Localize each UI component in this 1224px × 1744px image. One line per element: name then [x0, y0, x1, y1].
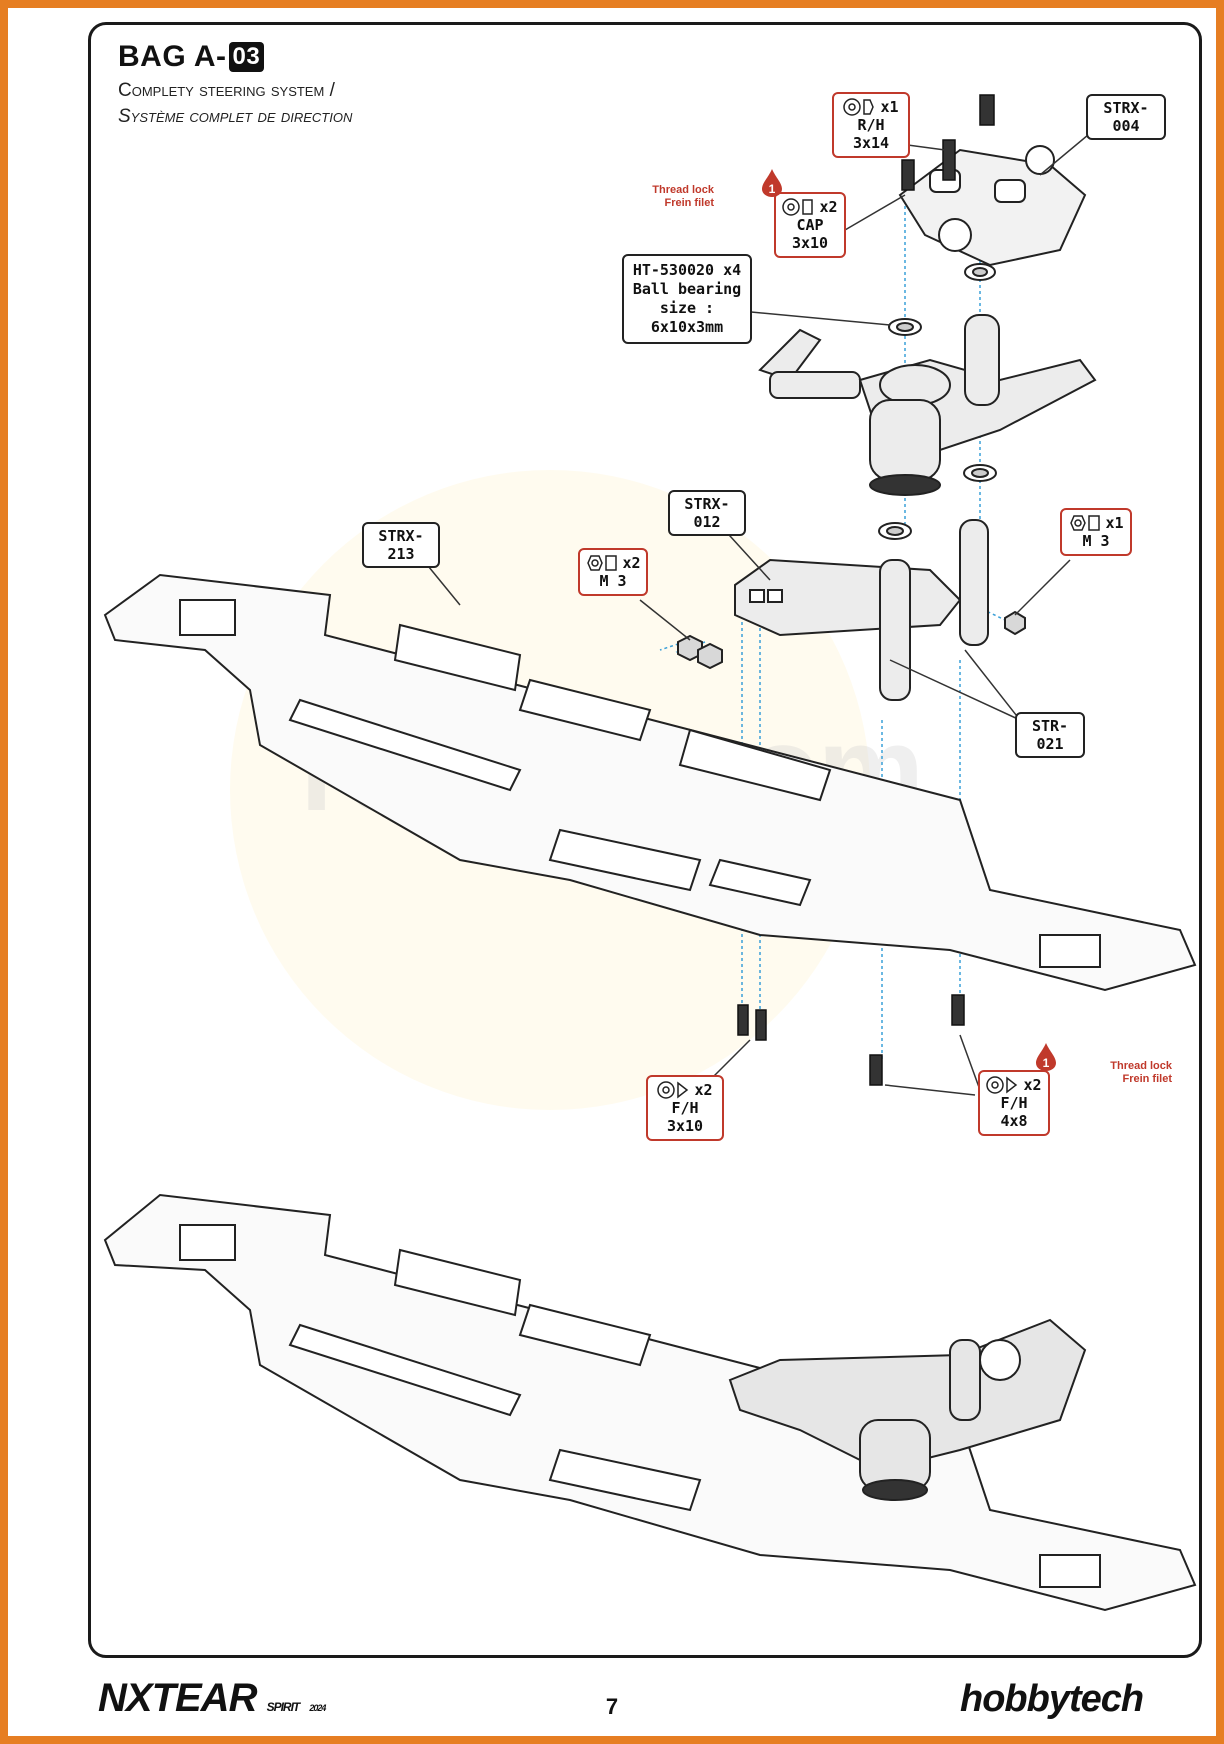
label-strx-213: STRX-213	[362, 522, 440, 568]
bearing-note: HT-530020 x4 Ball bearing size : 6x10x3m…	[622, 254, 752, 344]
hardware-qty: x2	[694, 1081, 713, 1099]
screw-washer-icon	[843, 98, 875, 116]
thread-lock-en: Thread lock	[1110, 1060, 1172, 1072]
thread-lock-fr: Frein filet	[664, 197, 714, 209]
bag-number: 03	[228, 42, 265, 72]
chassis-plate-upper	[103, 573, 1197, 992]
hardware-m3-nut-x1: x1 M 3	[1060, 508, 1132, 556]
brand-logo-right: hobbytech	[960, 1678, 1144, 1720]
hardware-qty: x2	[1023, 1076, 1042, 1094]
page-number: 7	[605, 1694, 619, 1719]
bag-prefix: BAG A-	[118, 40, 227, 73]
label-strx-012: STRX-012	[668, 490, 746, 536]
thread-lock-number-top: 1	[768, 182, 776, 196]
bearing-note-line3: 6x10x3mm	[650, 318, 724, 336]
label-strx-004: STRX-004	[1086, 94, 1166, 140]
nuts	[677, 610, 1026, 670]
brand-left-year: 2024	[309, 1703, 326, 1713]
hardware-m3-nut-x2: x2 M 3	[578, 548, 648, 596]
flat-screw-icon	[986, 1076, 1018, 1094]
assembled-steering	[728, 1318, 1087, 1501]
screw-washer-icon	[782, 198, 814, 216]
thread-lock-drop-icon	[762, 169, 782, 197]
hardware-fh-3x10: x2 F/H 3x10	[646, 1075, 724, 1141]
hardware-name: F/H 4x8	[1000, 1094, 1028, 1130]
bearings	[878, 263, 997, 540]
hardware-qty: x2	[622, 554, 641, 572]
hardware-rh-3x14: x1 R/H 3x14	[832, 92, 910, 158]
servo-mount-part	[734, 519, 989, 701]
steering-arm-assembly	[758, 314, 1097, 496]
brand-logo-left: NXTEAR SPIRIT 2024	[98, 1676, 326, 1721]
brand-left-text: NXTEAR	[98, 1676, 257, 1720]
thread-lock-note-top: Thread lock Frein filet	[640, 184, 714, 210]
flat-screw-icon	[657, 1081, 689, 1099]
hardware-name: M 3	[1082, 532, 1110, 550]
hardware-name: M 3	[599, 572, 627, 590]
brand-left-small: SPIRIT	[266, 1700, 301, 1714]
thread-lock-fr: Frein filet	[1122, 1073, 1172, 1085]
chassis-plate-assembled	[103, 1193, 1197, 1612]
bottom-screws	[737, 994, 965, 1086]
nut-icon	[587, 555, 618, 571]
bearing-note-line1: HT-530020 x4	[632, 261, 742, 279]
hardware-name: R/H 3x14	[852, 116, 890, 152]
hardware-qty: x1	[1105, 514, 1124, 532]
hardware-qty: x2	[819, 198, 838, 216]
bag-title: BAG A- 03	[118, 40, 265, 74]
bearing-note-line2: Ball bearing size :	[632, 280, 742, 317]
thread-lock-number-bottom: 1	[1042, 1056, 1050, 1070]
nut-icon	[1070, 515, 1101, 531]
thread-lock-en: Thread lock	[652, 184, 714, 196]
hardware-cap-3x10: x2 CAP 3x10	[774, 192, 846, 258]
hardware-name: F/H 3x10	[666, 1099, 704, 1135]
subtitle-english: Complety steering system /	[118, 80, 335, 101]
steering-bridge-part	[898, 145, 1087, 267]
hardware-qty: x1	[880, 98, 899, 116]
thread-lock-drop-icon	[1036, 1043, 1056, 1071]
hardware-fh-4x8: x2 F/H 4x8	[978, 1070, 1050, 1136]
hardware-name: CAP 3x10	[791, 216, 829, 252]
subtitle-french: Système complet de direction	[118, 106, 353, 127]
top-screws	[901, 94, 995, 191]
thread-lock-note-bottom: Thread lock Frein filet	[1090, 1060, 1172, 1086]
label-str-021: STR-021	[1015, 712, 1085, 758]
